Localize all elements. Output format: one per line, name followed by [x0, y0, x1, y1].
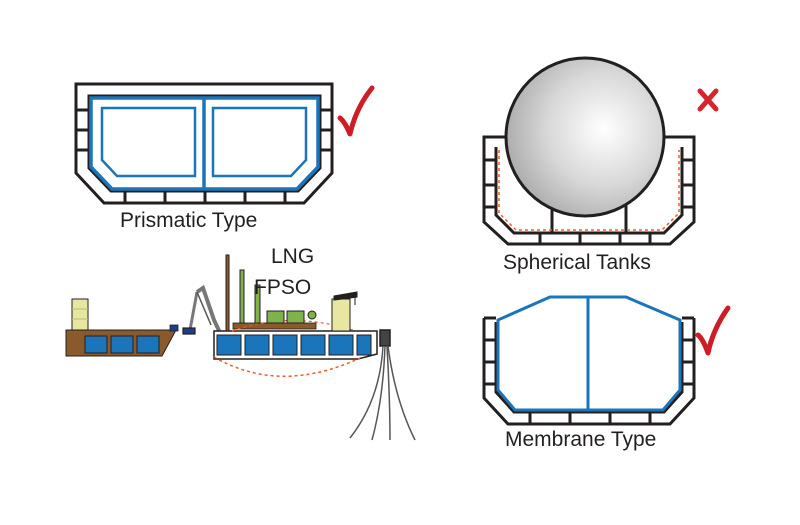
turret-risers [349, 329, 416, 441]
membrane-tank [496, 295, 682, 412]
transfer-arm [182, 284, 224, 338]
membrane-check-icon [695, 305, 731, 356]
lng-label: LNG [271, 245, 315, 268]
spherical-tanks-label: Spherical Tanks [503, 251, 651, 274]
fpso-dashed-contour [213, 356, 361, 377]
fpso-topsides [225, 254, 358, 332]
spherical-tank [504, 56, 666, 218]
prismatic-tanks [89, 96, 320, 191]
prismatic-check-icon [337, 85, 375, 137]
fpso-label: FPSO [254, 276, 312, 299]
fpso-hull [213, 319, 378, 377]
prismatic-type-label: Prismatic Type [120, 209, 258, 232]
spherical-cross-icon [697, 88, 719, 112]
left-barge [65, 298, 179, 357]
membrane-type-label: Membrane Type [505, 428, 657, 451]
